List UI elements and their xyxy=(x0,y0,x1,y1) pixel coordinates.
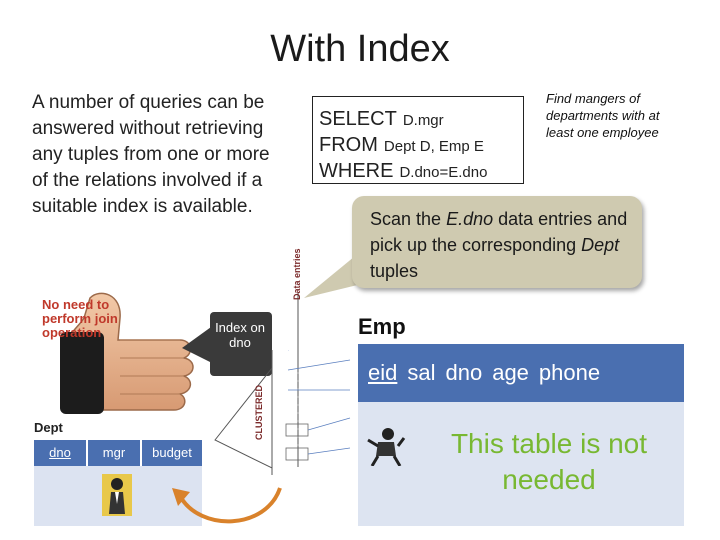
slide-title: With Index xyxy=(270,28,450,70)
callout-bubble: Scan the E.dno data entries and pick up … xyxy=(352,196,642,288)
dept-column-mgr: mgr xyxy=(88,440,142,466)
index-on-dno-label: Index on dno xyxy=(215,320,265,350)
callout-text-3: tuples xyxy=(370,261,419,281)
data-entries-label: Data entries xyxy=(292,248,302,300)
emp-column-age: age xyxy=(492,360,529,385)
dept-column-budget: budget xyxy=(152,445,192,460)
callout-text-1: Scan the xyxy=(370,209,447,229)
emp-table-header: eid sal dno age phone xyxy=(358,344,684,402)
emp-column-phone: phone xyxy=(538,360,601,385)
table-not-needed-message: This table is not needed xyxy=(450,428,648,495)
where-argument: D.dno=E.dno xyxy=(399,164,488,181)
lookup-arrow-icon xyxy=(172,487,282,524)
emp-column-eid: eid xyxy=(368,360,398,385)
select-keyword: SELECT xyxy=(319,108,397,130)
employee-person-icon xyxy=(367,428,406,466)
emp-table: eid sal dno age phone xyxy=(358,344,684,526)
emp-column-dno: dno xyxy=(445,360,483,385)
thumbs-up-icon xyxy=(60,292,272,414)
emp-table-title: Emp xyxy=(358,314,406,339)
index-tree-icon xyxy=(214,350,351,475)
data-entries-bar-icon xyxy=(297,292,299,467)
dept-column-dno: dno xyxy=(34,440,88,466)
callout-text-2: data entries and pick up the correspondi… xyxy=(370,209,628,255)
manager-person-icon xyxy=(102,474,132,516)
emp-column-sal: sal xyxy=(407,360,436,385)
intro-text: A number of queries can be answered with… xyxy=(32,92,270,217)
from-keyword: FROM xyxy=(319,134,378,156)
select-argument: D.mgr xyxy=(402,112,444,129)
dept-table-title: Dept xyxy=(34,420,63,435)
callout-dept: Dept xyxy=(581,235,620,255)
no-join-label: No need to perform join operation xyxy=(42,297,118,340)
clustered-label: CLUSTERED xyxy=(254,384,264,440)
from-argument: Dept D, Emp E xyxy=(383,138,484,155)
where-keyword: WHERE xyxy=(319,160,394,182)
callout-edno: E.dno xyxy=(446,209,494,229)
sql-query-box: SELECT D.mgr FROM Dept D, Emp E WHERE D.dno… xyxy=(312,96,524,184)
query-description: Find mangers of departments with at leas… xyxy=(546,91,660,140)
dept-table-header: dno mgr budget xyxy=(34,440,202,466)
